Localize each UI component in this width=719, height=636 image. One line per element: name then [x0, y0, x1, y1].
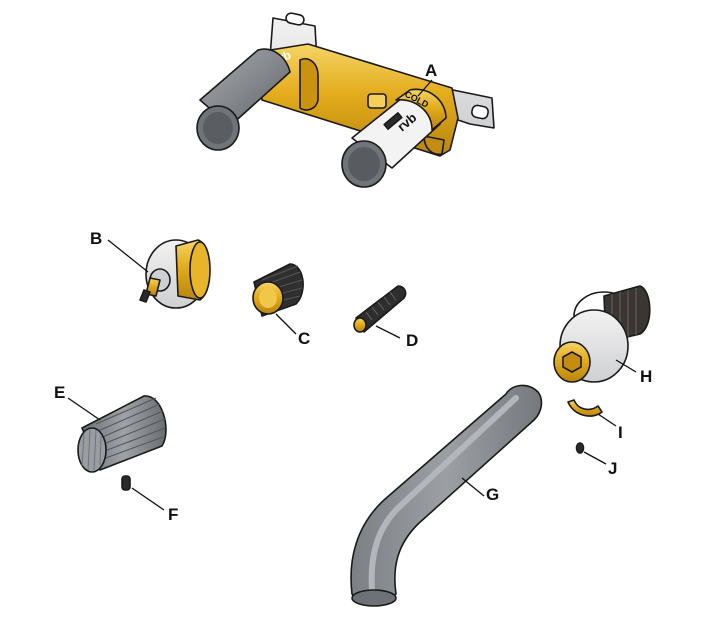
part-e-face-knurl [81, 429, 102, 471]
part-c-threaded-nut [252, 263, 304, 317]
part-f-grub-screw [121, 475, 131, 491]
leader-d [375, 325, 401, 339]
label-f: F [168, 505, 178, 524]
part-g-spout-body [350, 384, 543, 604]
brass-body-outlet [423, 135, 445, 156]
part-a-valve-body: rvb COLD rvb [196, 12, 495, 188]
label-e: E [54, 383, 65, 402]
label-d: D [406, 331, 418, 350]
leader-g [461, 477, 485, 497]
label-a: A [425, 61, 437, 80]
part-e-knurled-handle [77, 395, 167, 473]
label-c: C [298, 329, 310, 348]
part-d-threaded-rod [353, 285, 407, 333]
leader-c [275, 313, 297, 335]
part-i-brass-clip [567, 399, 603, 417]
leader-i [597, 413, 617, 427]
leader-b [107, 239, 149, 273]
bracket-slot-right [471, 104, 489, 120]
part-b-valve-cartridge [139, 239, 211, 309]
part-b-brass-end [189, 241, 211, 299]
part-d-threads [365, 291, 397, 321]
part-d-rod [355, 285, 407, 333]
part-b-stem-tip [139, 289, 151, 303]
part-h-hex-socket [562, 351, 582, 373]
label-b: B [90, 229, 102, 248]
left-sleeve-rim [203, 112, 233, 144]
part-c-threads [261, 265, 303, 305]
part-i-clip [567, 399, 603, 417]
leader-a [417, 79, 433, 97]
leader-e [67, 397, 101, 421]
part-d-brass-end [353, 317, 367, 333]
part-g-spout-outlet [351, 589, 397, 607]
label-i: I [618, 423, 623, 442]
label-j: J [608, 459, 617, 478]
brass-body-collar [299, 58, 319, 111]
leader-j [583, 451, 607, 465]
part-f-screw [121, 475, 131, 491]
part-e-handle-face [77, 427, 107, 473]
label-h: H [640, 367, 652, 386]
sleeve-stripe [383, 112, 403, 130]
part-j-screw [575, 442, 585, 454]
bracket-slot-left [285, 12, 305, 26]
part-h-diverter [553, 285, 651, 383]
part-g-spout-highlight [368, 395, 519, 593]
label-g: G [486, 485, 499, 504]
part-c-brass-inner [259, 288, 277, 308]
part-j-small-screw [575, 442, 585, 454]
right-sleeve-inner [348, 147, 380, 181]
leader-f [131, 487, 165, 511]
part-g-spout [350, 384, 543, 607]
part-e-knurling [95, 397, 166, 460]
brass-body-port [367, 93, 387, 109]
right-sleeve-brass-ring [395, 88, 447, 131]
leader-h [615, 359, 637, 373]
